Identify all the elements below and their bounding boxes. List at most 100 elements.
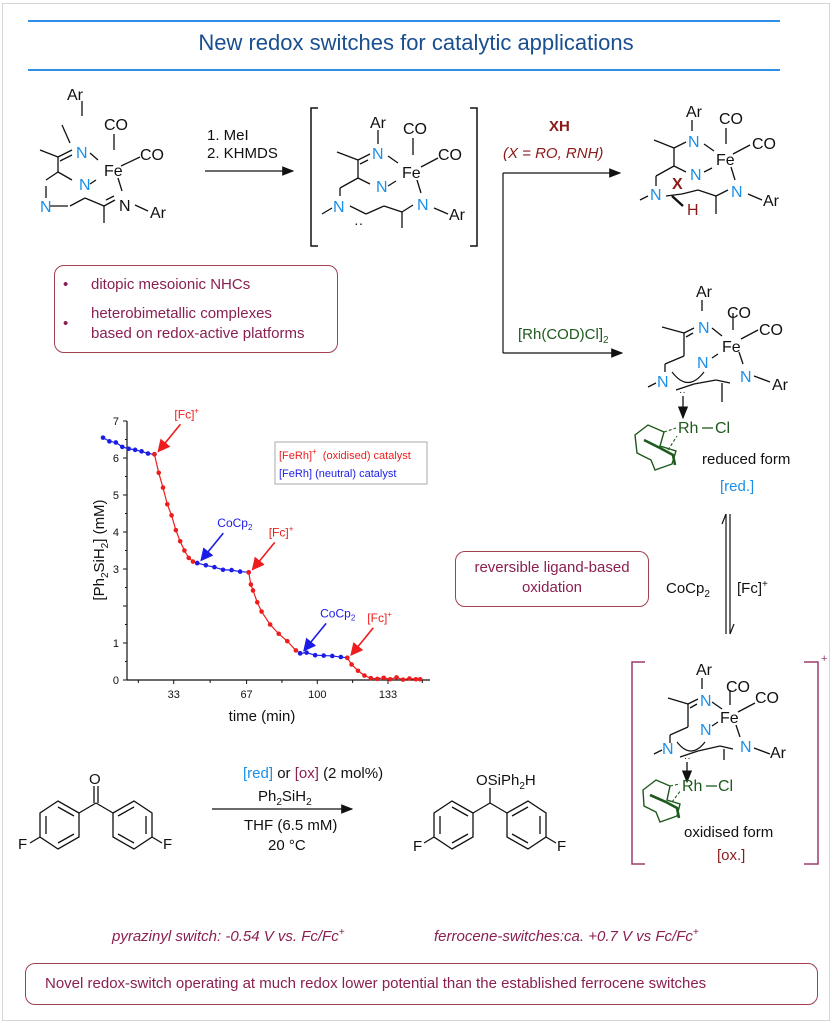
- svg-text:Fe: Fe: [716, 152, 735, 169]
- chart-y-tick-label: 3: [113, 564, 119, 576]
- svg-text:Ar: Ar: [772, 377, 789, 394]
- svg-text:CO: CO: [755, 690, 779, 707]
- svg-text:N: N: [119, 198, 131, 215]
- chart-annotation-arrow: [157, 423, 182, 453]
- svg-text:CO: CO: [726, 679, 750, 696]
- chart-data-point: [190, 559, 196, 564]
- product-osiph2h: OSiPh2H: [476, 772, 536, 792]
- chart-data-point: [203, 563, 209, 568]
- chart-data-point: [194, 560, 200, 566]
- svg-text:F: F: [163, 836, 172, 853]
- reagent-khmds: 2. KHMDS: [207, 145, 278, 162]
- chart-data-point: [177, 538, 183, 544]
- svg-text:X: X: [672, 176, 683, 193]
- svg-text:N: N: [79, 177, 91, 194]
- chart-annotation-label: [Fc]+: [174, 406, 199, 421]
- svg-text:O: O: [89, 771, 101, 788]
- svg-text:F: F: [557, 838, 566, 855]
- oxidised-tag: [ox.]: [717, 847, 745, 864]
- chart-data-point: [297, 651, 303, 656]
- xh-label: XH: [549, 118, 570, 135]
- chart-data-point: [126, 446, 132, 452]
- svg-text:··: ··: [354, 215, 363, 231]
- svg-text:N: N: [372, 146, 384, 163]
- chart-data-point: [413, 676, 419, 682]
- svg-text:Ar: Ar: [696, 662, 713, 679]
- chart-data-point: [119, 444, 125, 450]
- ferrocene-potential: ferrocene-switches:ca. +0.7 V vs Fc/Fc+: [434, 927, 699, 945]
- cod-ligand-icon: [634, 424, 678, 471]
- chart-data-point: [220, 567, 226, 573]
- svg-text:Ar: Ar: [770, 745, 787, 762]
- svg-text:Fe: Fe: [104, 163, 123, 180]
- svg-text:Ar: Ar: [763, 193, 780, 210]
- svg-text:Ar: Ar: [150, 205, 167, 222]
- intermediate-carbene-complex: Ar N CO CO Fe N N N Ar ··: [310, 107, 478, 247]
- svg-text:CO: CO: [727, 305, 751, 322]
- chart-data-point: [374, 676, 380, 682]
- svg-text:··: ··: [684, 753, 691, 764]
- chart-annotation-arrow: [251, 541, 276, 571]
- chart-data-point: [293, 648, 299, 653]
- chart-data-point: [254, 600, 260, 605]
- pyrazinyl-potential: pyrazinyl switch: -0.54 V vs. Fc/Fc+: [111, 927, 345, 945]
- svg-text:CO: CO: [752, 136, 776, 153]
- chart-data-point: [237, 569, 243, 574]
- cod-ligand-icon: [642, 779, 682, 823]
- figure-frame: [2, 3, 830, 1021]
- svg-text:N: N: [40, 199, 52, 216]
- chart-data-point: [417, 676, 423, 682]
- chart-annotation-label: [Fc]+: [367, 610, 392, 625]
- svg-text:N: N: [657, 374, 669, 391]
- svg-text:F: F: [413, 838, 422, 855]
- chart-data-point: [248, 582, 254, 587]
- chart-data-point: [173, 527, 179, 533]
- chart-data-point: [362, 673, 367, 678]
- chart-x-tick-label: 67: [240, 689, 252, 701]
- chart-annotation-arrow: [200, 532, 224, 562]
- svg-text:F: F: [18, 836, 27, 853]
- chart-x-tick-label: 33: [168, 689, 180, 701]
- temperature-condition: 20 °C: [268, 837, 306, 854]
- reductant-cocp2: CoCp2: [666, 580, 710, 600]
- chart-series-line: [248, 572, 301, 654]
- svg-text:··: ··: [679, 387, 686, 398]
- chart-data-point: [156, 470, 162, 476]
- chart-data-point: [107, 439, 112, 444]
- svg-text:N: N: [697, 355, 709, 372]
- svg-text:CO: CO: [759, 322, 783, 339]
- svg-text:N: N: [700, 722, 712, 739]
- chart-data-point: [284, 638, 290, 644]
- svg-text:Ar: Ar: [449, 207, 466, 224]
- svg-text:N: N: [662, 741, 674, 758]
- svg-text:Ar: Ar: [67, 87, 84, 104]
- reduced-ferh-complex: ·· Ar N CO CO Fe N N N Ar Rh Cl: [634, 284, 789, 471]
- chart-data-point: [250, 588, 256, 593]
- silyl-ether-product: [423, 788, 557, 850]
- xh-condition: (X = RO, RNH): [503, 145, 603, 162]
- svg-text:Rh: Rh: [678, 420, 698, 437]
- chart-y-tick-label: 5: [113, 490, 119, 502]
- svg-text:Fe: Fe: [720, 710, 739, 727]
- reduced-tag: [red.]: [720, 478, 754, 495]
- chart-x-tick-label: 133: [379, 689, 397, 701]
- chart-y-tick-label: 1: [113, 638, 119, 650]
- xh-adduct-complex: Ar N CO CO Fe N N X H N Ar: [639, 104, 780, 219]
- chart-y-tick-label: 6: [113, 453, 119, 465]
- solvent-condition: THF (6.5 mM): [244, 817, 337, 834]
- chart-data-point: [100, 435, 106, 440]
- svg-text:Cl: Cl: [718, 778, 733, 795]
- chart-data-point: [312, 652, 318, 658]
- svg-text:Ar: Ar: [370, 115, 387, 132]
- chart-data-point: [344, 655, 350, 661]
- chart-series-line: [153, 454, 198, 564]
- feature-bullets-box: •ditopic mesoionic NHCs •heterobimetalli…: [54, 265, 338, 353]
- svg-text:N: N: [698, 320, 710, 337]
- chart-data-point: [169, 513, 174, 518]
- chart-data-point: [145, 451, 151, 456]
- starting-fe-complex: Ar N CO CO Fe N N N Ar: [39, 87, 167, 223]
- chart-annotation-label: CoCp2: [217, 516, 253, 532]
- header-top-rule: [28, 20, 780, 22]
- equilibrium-arrows: [721, 513, 735, 635]
